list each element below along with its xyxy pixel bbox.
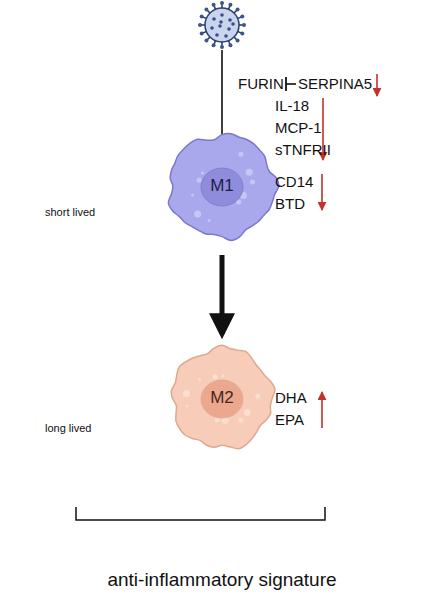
- virus-spike-tip: [220, 1, 224, 5]
- summary-label: anti-inflammatory signature: [107, 570, 336, 591]
- virus-spike-tip: [228, 3, 232, 7]
- bracket: [76, 507, 325, 520]
- virus-spike-tip: [200, 31, 204, 35]
- marker-label: BTD: [275, 196, 305, 213]
- cell-granule: [183, 390, 190, 397]
- marker-label: IL-18: [275, 98, 309, 115]
- cell-granule: [250, 180, 255, 185]
- cell-membrane: [171, 345, 275, 448]
- cell-granule: [244, 409, 251, 416]
- decrease-arrow: [321, 174, 323, 210]
- cell-granule: [238, 152, 243, 157]
- marker-label: EPA: [275, 412, 304, 429]
- virus-spike-tip: [236, 39, 240, 43]
- virus-spike-tip: [220, 45, 224, 49]
- marker-label: short lived: [45, 206, 95, 218]
- inhibition-bar: [285, 77, 287, 91]
- virus-dot: [219, 20, 223, 24]
- cell-granule: [246, 169, 253, 176]
- virus-spike-tip: [240, 31, 244, 35]
- virus-dot: [224, 34, 228, 38]
- virus-dot: [227, 27, 231, 31]
- cell-granule: [186, 404, 189, 407]
- virus-spike-tip: [200, 15, 204, 19]
- cell-granule: [238, 418, 243, 423]
- virus-dot: [218, 24, 222, 28]
- transition-arrow: [220, 255, 225, 334]
- virus-dot: [210, 26, 214, 30]
- cell-granule: [255, 394, 260, 399]
- marker-label: CD14: [275, 174, 313, 191]
- virus-spike-tip: [212, 43, 216, 47]
- cell-membrane: [168, 133, 278, 240]
- virus-dot: [215, 33, 219, 37]
- cell-nucleus: [201, 168, 243, 206]
- virus-body: [205, 8, 239, 42]
- virus-spike-tip: [228, 43, 232, 47]
- inhibition-line: [286, 83, 296, 85]
- marker-label: FURIN: [238, 76, 284, 93]
- virus-spike-tip: [198, 23, 202, 27]
- cell-nucleus: [201, 380, 243, 418]
- virus-spike-tip: [242, 23, 246, 27]
- cell-label: M2: [210, 388, 234, 408]
- marker-label: DHA: [275, 390, 307, 407]
- virus-dot: [228, 18, 232, 22]
- cell-node: M2: [170, 346, 274, 450]
- marker-label: SERPINA5: [298, 76, 372, 93]
- virus-dot: [231, 22, 235, 26]
- cell-label: M1: [210, 176, 234, 196]
- decrease-arrow: [376, 74, 378, 96]
- cell-granule: [197, 178, 202, 183]
- cell-granule: [198, 378, 201, 381]
- virus-dot: [212, 17, 216, 21]
- virus-spike-tip: [204, 7, 208, 11]
- virus-spike-tip: [212, 3, 216, 7]
- cell-granule: [191, 193, 194, 196]
- increase-arrow: [321, 392, 323, 428]
- virus-icon: [198, 1, 246, 49]
- cell-granule: [194, 211, 201, 218]
- virus-dot: [220, 13, 224, 17]
- infection-arrow: [221, 50, 223, 146]
- cell-granule: [208, 219, 211, 222]
- cell-node: M1: [167, 133, 277, 239]
- marker-label: long lived: [45, 422, 91, 434]
- virus-spike-tip: [204, 39, 208, 43]
- virus-spike-tip: [240, 15, 244, 19]
- virus-spike-tip: [236, 7, 240, 11]
- marker-label: sTNFRII: [275, 142, 331, 159]
- cell-granule: [213, 374, 218, 379]
- cell-granule: [201, 171, 204, 174]
- marker-label: MCP-1: [275, 120, 322, 137]
- cell-granule: [221, 374, 224, 377]
